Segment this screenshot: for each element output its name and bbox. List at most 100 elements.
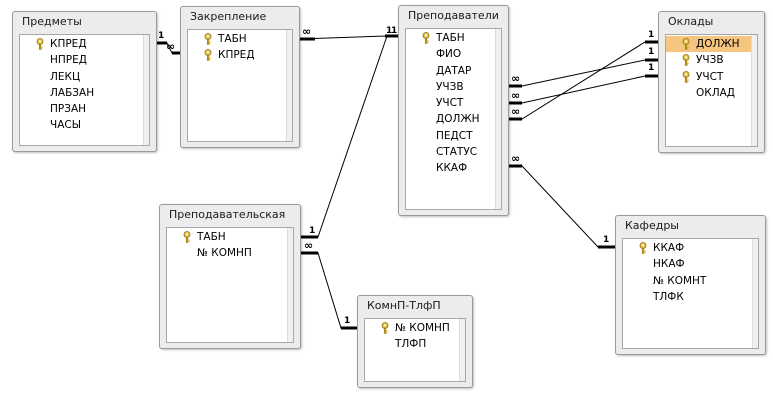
field-row[interactable]: № КОМНТ: [623, 273, 758, 289]
scrollbar[interactable]: [286, 30, 292, 141]
field-list[interactable]: ТАБН № КОМНП: [166, 227, 294, 343]
cardinality-one-label: 1: [648, 63, 655, 73]
field-row[interactable]: ФИО: [406, 46, 501, 62]
field-name: ПЕДСТ: [436, 129, 473, 142]
cardinality-many-label: ∞: [511, 89, 521, 102]
field-name: № КОМНП: [197, 247, 252, 260]
cardinality-many-label: ∞: [304, 239, 314, 252]
scrollbar[interactable]: [752, 239, 758, 348]
field-row[interactable]: ЛЕКЦ: [20, 69, 149, 85]
field-row[interactable]: ТАБН: [406, 30, 501, 46]
field-name: № КОМНП: [395, 322, 450, 334]
primary-key-icon: [35, 38, 45, 50]
field-row[interactable]: ДОЛЖН: [406, 111, 501, 127]
relationship-line: [509, 165, 615, 248]
field-row[interactable]: ЛАБЗАН: [20, 85, 149, 101]
field-name: ККАФ: [436, 162, 468, 175]
table-title[interactable]: Преподавательская: [169, 208, 286, 221]
table-title[interactable]: Предметы: [22, 15, 82, 28]
field-row[interactable]: УЧСТ: [666, 69, 757, 85]
field-name: КПРЕД: [50, 38, 87, 50]
cardinality-one-label: 1: [648, 47, 655, 57]
field-name: ДОЛЖН: [436, 113, 480, 126]
relationship-line: [509, 59, 659, 87]
relationship-line: [299, 35, 399, 40]
table-zakreplenie[interactable]: Закрепление ТАБН КПРЕД: [180, 6, 300, 148]
primary-key-icon: [182, 231, 192, 243]
field-row[interactable]: ОКЛАД: [666, 85, 757, 101]
field-row[interactable]: НКАФ: [623, 256, 758, 272]
field-row[interactable]: ПЕДСТ: [406, 128, 501, 144]
cardinality-many-label: ∞: [511, 72, 521, 85]
relationship-line: [509, 41, 659, 120]
field-name: ОКЛАД: [696, 86, 736, 99]
field-name: СТАТУС: [436, 146, 478, 159]
field-name: ТАБН: [436, 32, 465, 44]
scrollbar[interactable]: [459, 319, 465, 381]
field-row[interactable]: ТЛФК: [623, 289, 758, 305]
table-prepodavatelskaya[interactable]: Преподавательская ТАБН № КОМНП: [159, 204, 301, 349]
cardinality-many-label: ∞: [511, 105, 521, 118]
table-komnp-tlfp[interactable]: КомнП-ТлфП № КОМНП ТЛФП: [357, 295, 473, 388]
field-name: НКАФ: [653, 258, 685, 271]
table-title[interactable]: Преподаватели: [408, 9, 499, 22]
scrollbar[interactable]: [143, 35, 149, 145]
field-row[interactable]: КПРЕД: [20, 36, 149, 52]
table-title[interactable]: КомнП-ТлфП: [367, 299, 441, 312]
primary-key-icon: [681, 70, 691, 83]
field-row[interactable]: ДОЛЖН: [666, 36, 757, 53]
field-row[interactable]: ТЛФП: [365, 336, 465, 352]
scrollbar[interactable]: [495, 29, 501, 209]
relationship-line: [509, 75, 659, 104]
field-name: ДОЛЖН: [696, 38, 740, 50]
field-name: ТАБН: [218, 33, 247, 45]
cardinality-one-label: 1: [309, 226, 316, 236]
field-row[interactable]: № КОМНП: [365, 320, 465, 336]
table-title[interactable]: Оклады: [668, 15, 714, 28]
field-row[interactable]: УЧЗВ: [406, 79, 501, 95]
field-name: ТЛФК: [653, 290, 684, 303]
field-row[interactable]: ДАТАР: [406, 63, 501, 79]
field-row[interactable]: УЧЗВ: [666, 52, 757, 68]
field-name: ТАБН: [197, 231, 226, 243]
cardinality-one-label: 1: [648, 30, 655, 40]
field-row[interactable]: ККАФ: [406, 160, 501, 176]
primary-key-icon: [638, 242, 648, 254]
scrollbar[interactable]: [751, 35, 757, 146]
field-row[interactable]: СТАТУС: [406, 144, 501, 160]
primary-key-icon: [681, 54, 691, 67]
field-list[interactable]: ТАБН КПРЕД: [187, 29, 293, 142]
field-name: № КОМНТ: [653, 274, 707, 287]
field-name: ДАТАР: [436, 64, 472, 77]
scrollbar[interactable]: [287, 228, 293, 342]
primary-key-icon: [421, 32, 431, 44]
field-list[interactable]: № КОМНП ТЛФП: [364, 318, 466, 382]
field-row[interactable]: № КОМНП: [167, 245, 293, 261]
table-title[interactable]: Кафедры: [625, 219, 679, 232]
field-row[interactable]: УЧСТ: [406, 95, 501, 111]
field-row[interactable]: ПРЗАН: [20, 101, 149, 117]
primary-key-icon: [681, 38, 691, 50]
primary-key-icon: [203, 49, 213, 62]
table-kafedry[interactable]: Кафедры ККАФ НКАФ № КОМНТ ТЛФК: [615, 215, 766, 355]
field-row[interactable]: ТАБН: [188, 31, 292, 47]
field-row[interactable]: КПРЕД: [188, 47, 292, 63]
field-name: НПРЕД: [50, 54, 87, 67]
field-row[interactable]: ЧАСЫ: [20, 117, 149, 133]
field-row[interactable]: ТАБН: [167, 229, 293, 245]
table-title[interactable]: Закрепление: [190, 10, 267, 23]
field-name: КПРЕД: [218, 49, 255, 62]
field-row[interactable]: НПРЕД: [20, 52, 149, 68]
primary-key-icon: [380, 322, 390, 334]
cardinality-one-label: 1: [391, 26, 398, 36]
field-row[interactable]: ККАФ: [623, 240, 758, 256]
field-list[interactable]: ККАФ НКАФ № КОМНТ ТЛФК: [622, 238, 759, 349]
cardinality-one-label: 1: [386, 26, 393, 36]
